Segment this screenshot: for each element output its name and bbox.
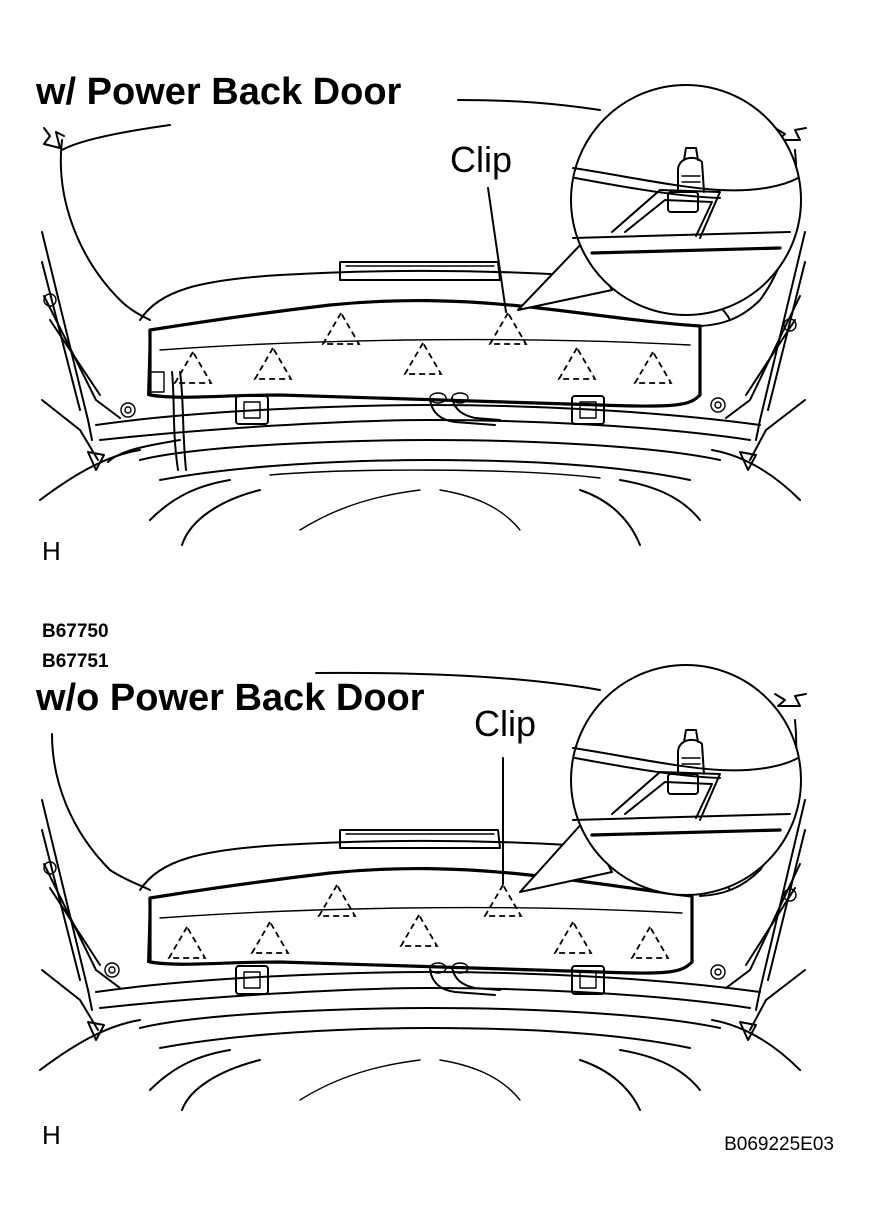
clip-position-triangle <box>317 883 357 917</box>
clip-position-triangle <box>483 883 523 917</box>
view-direction-label: H <box>42 536 61 566</box>
clip-detail-magnifier-icon <box>517 84 802 316</box>
panel-heading: w/o Power Back Door <box>35 677 425 719</box>
reference-code: B67751 <box>42 651 109 672</box>
clip-label: Clip <box>450 139 512 180</box>
clip-position-triangle <box>630 925 670 959</box>
clip-position-triangle <box>488 311 528 345</box>
clip-position-triangle <box>399 913 439 947</box>
view-direction-label: H <box>42 1120 61 1150</box>
clip-position-triangle <box>173 350 213 384</box>
figure-id: B069225E03 <box>724 1134 834 1155</box>
reference-code: B67750 <box>42 621 109 642</box>
panel-with-power-back-door: w/ Power Back Door Clip H <box>35 71 807 566</box>
clip-position-triangle <box>167 925 207 959</box>
clip-position-triangle <box>253 346 293 380</box>
clip-label: Clip <box>474 703 536 744</box>
clip-position-triangle <box>633 350 673 384</box>
clip-detail-magnifier-icon <box>519 664 802 896</box>
clip-position-triangle <box>321 311 361 345</box>
panel-without-power-back-door: w/o Power Back Door Clip H <box>35 664 807 1150</box>
clip-position-triangle <box>553 920 593 954</box>
clip-position-triangle <box>557 346 597 380</box>
clip-position-triangle <box>403 341 443 375</box>
clip-position-triangle <box>250 920 290 954</box>
panel-heading: w/ Power Back Door <box>35 71 402 113</box>
